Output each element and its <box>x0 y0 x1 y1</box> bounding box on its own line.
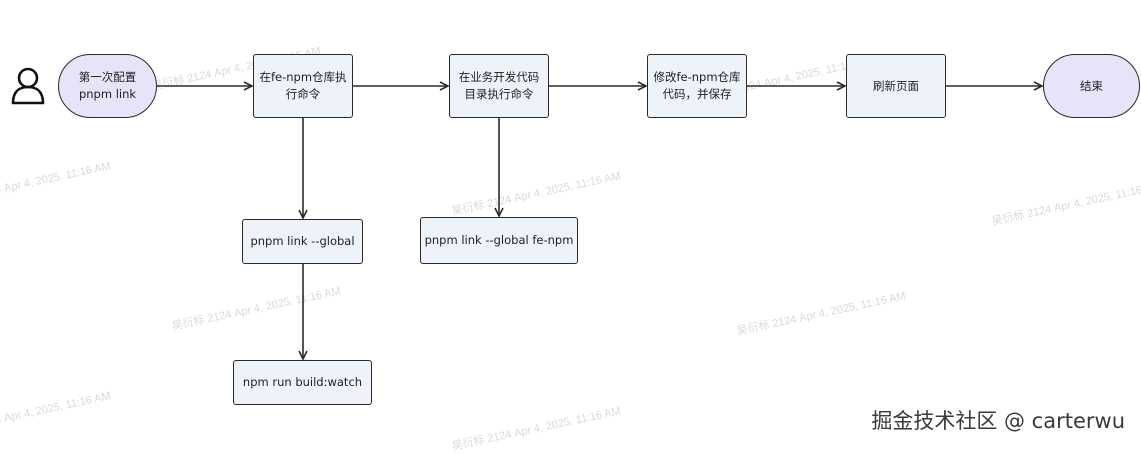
node-end: 结束 <box>1043 54 1140 118</box>
node-run-in-fe-npm: 在fe-npm仓库执 行命令 <box>253 54 353 118</box>
node-start: 第一次配置 pnpm link <box>58 54 157 118</box>
credit-watermark: 掘金技术社区 @ carterwu <box>871 409 1125 433</box>
node-run-in-business: 在业务开发代码 目录执行命令 <box>449 54 549 118</box>
node-link-global: pnpm link --global <box>242 219 363 264</box>
node-refresh-page: 刷新页面 <box>846 54 946 118</box>
node-link-global-fe-npm: pnpm link --global fe-npm <box>420 217 578 264</box>
node-build-watch: npm run build:watch <box>233 360 372 405</box>
node-modify-fe-npm: 修改fe-npm仓库 代码，并保存 <box>647 54 747 118</box>
user-icon <box>11 67 45 105</box>
